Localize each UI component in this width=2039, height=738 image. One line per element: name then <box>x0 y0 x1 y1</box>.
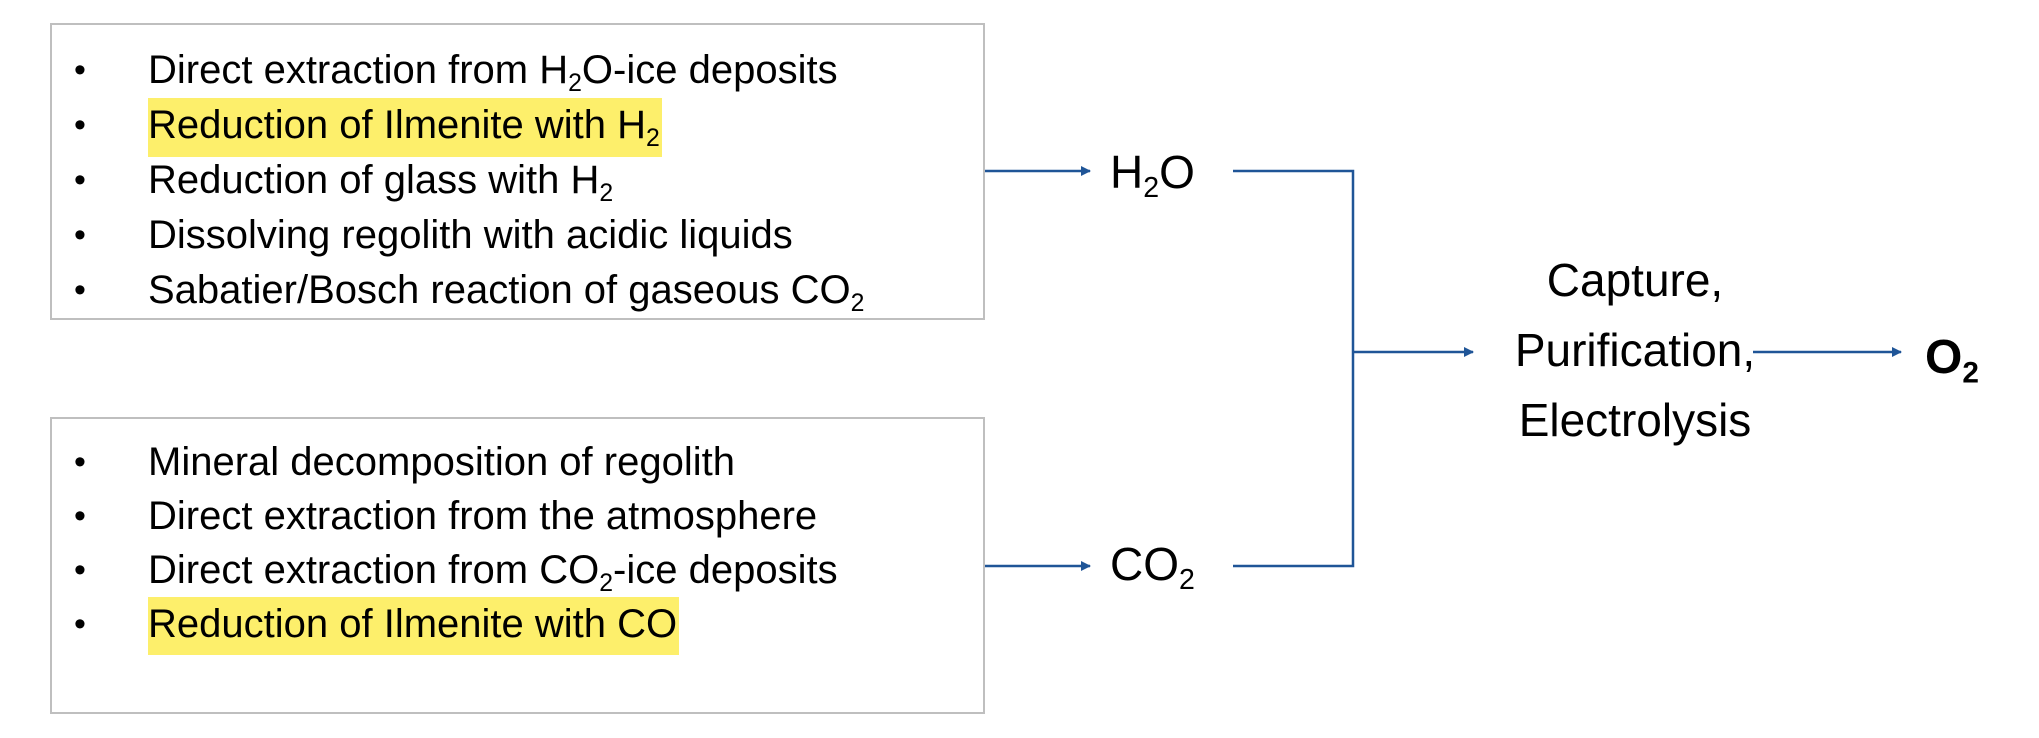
list-item: • Reduction of Ilmenite with CO <box>52 597 983 655</box>
bullet-icon: • <box>74 106 86 144</box>
list-item-text-highlighted: Reduction of Ilmenite with H2 <box>148 98 662 157</box>
list-item: • Dissolving regolith with acidic liquid… <box>52 208 983 263</box>
source-box-h2o: • Direct extraction from H2O-ice deposit… <box>50 23 985 320</box>
list-item-text: Direct extraction from the atmosphere <box>148 494 818 538</box>
process-line-3: Electrolysis <box>1518 394 1752 446</box>
node-h2o: H2O <box>1110 146 1195 205</box>
source-box-co2: • Mineral decomposition of regolith • Di… <box>50 417 985 714</box>
h2o-source-list: • Direct extraction from H2O-ice deposit… <box>52 43 983 318</box>
bullet-icon: • <box>74 551 86 589</box>
list-item: • Mineral decomposition of regolith <box>52 435 983 489</box>
list-item-text: Direct extraction from H2O-ice deposits <box>148 48 838 97</box>
list-item: • Direct extraction from CO2-ice deposit… <box>52 543 983 597</box>
connector-h2o-to-junction <box>1233 169 1355 568</box>
list-item-text: Sabatier/Bosch reaction of gaseous CO2 <box>148 268 865 317</box>
bullet-icon: • <box>74 161 86 199</box>
list-item-text-highlighted: Reduction of Ilmenite with CO <box>148 597 680 655</box>
node-o2: O2 <box>1925 331 1979 390</box>
bullet-icon: • <box>74 443 86 481</box>
list-item: • Reduction of glass with H2 <box>52 153 983 208</box>
process-line-2: Purification, <box>1514 324 1756 376</box>
list-item-text: Direct extraction from CO2-ice deposits <box>148 548 838 597</box>
bullet-icon: • <box>74 271 86 309</box>
list-item: • Direct extraction from the atmosphere <box>52 489 983 543</box>
bullet-icon: • <box>74 51 86 89</box>
bullet-icon: • <box>74 216 86 254</box>
bullet-icon: • <box>74 497 86 535</box>
list-item: • Direct extraction from H2O-ice deposit… <box>52 43 983 98</box>
node-co2: CO2 <box>1110 538 1195 597</box>
bullet-icon: • <box>74 605 86 643</box>
list-item: • Sabatier/Bosch reaction of gaseous CO2 <box>52 263 983 318</box>
process-line-1: Capture, <box>1546 254 1724 306</box>
list-item: • Reduction of Ilmenite with H2 <box>52 98 983 157</box>
list-item-text: Dissolving regolith with acidic liquids <box>148 213 793 257</box>
list-item-text: Mineral decomposition of regolith <box>148 440 735 484</box>
node-capture-purification-electrolysis: Capture, Purification, Electrolysis <box>1465 245 1805 455</box>
co2-source-list: • Mineral decomposition of regolith • Di… <box>52 435 983 655</box>
list-item-text: Reduction of glass with H2 <box>148 158 614 207</box>
